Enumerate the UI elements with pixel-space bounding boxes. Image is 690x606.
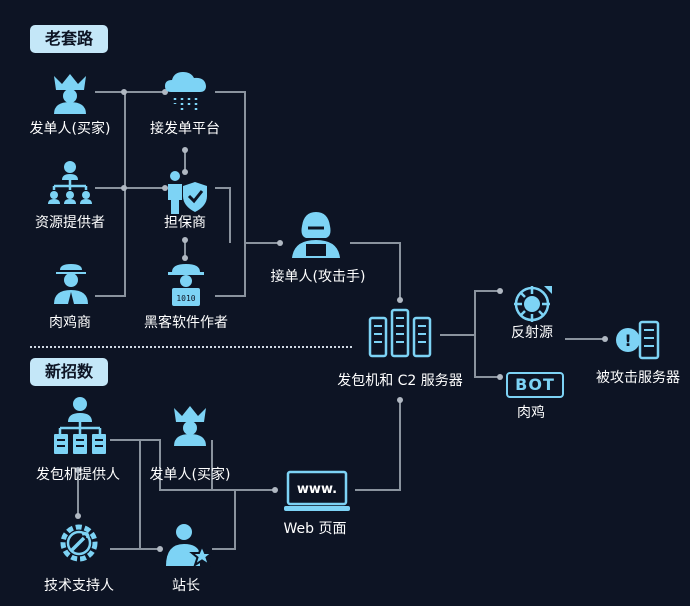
junction-dot (397, 297, 403, 303)
junction-dot (182, 147, 188, 153)
junction-dot (121, 89, 127, 95)
node-label-guarantor: 担保商 (164, 215, 206, 231)
node-label-tech-support: 技术支持人 (44, 578, 114, 594)
node-label-buyer-new: 发单人(买家) (149, 467, 231, 483)
gear-wrench-icon (60, 524, 98, 562)
junction-dot (162, 185, 168, 191)
connector (350, 242, 401, 300)
junction-dot (182, 169, 188, 175)
connector (95, 91, 126, 297)
section-tag-new: 新招数 (30, 358, 108, 386)
junction-dot (75, 467, 81, 473)
node-label-attacker: 接单人(攻击手) (270, 269, 366, 285)
buyer-crown-icon (54, 74, 86, 114)
node-label-web: Web 页面 (283, 521, 347, 537)
junction-dot (75, 513, 81, 519)
webmaster-star-icon (166, 524, 214, 568)
svg-text:1010: 1010 (176, 294, 195, 303)
junction-dot (277, 240, 283, 246)
victim-server-icon: ! (616, 320, 660, 360)
hooded-attacker-icon (292, 212, 340, 258)
packet-provider-icon (54, 397, 106, 454)
node-label-broiler-dealer: 肉鸡商 (49, 315, 91, 331)
dealer-person-icon (54, 264, 88, 304)
node-label-buyer-old: 发单人(买家) (29, 121, 111, 137)
junction-dot (121, 185, 127, 191)
section-divider (30, 346, 352, 348)
junction-dot (397, 397, 403, 403)
hacker-author-icon: 1010 (168, 264, 204, 306)
junction-dot (182, 237, 188, 243)
connector (355, 400, 401, 491)
node-label-c2: 发包机和 C2 服务器 (337, 373, 463, 389)
node-label-bot: 肉鸡 (517, 405, 545, 421)
reflector-icon (514, 286, 552, 322)
connector (215, 91, 280, 244)
connector (140, 439, 275, 491)
web-monitor-icon: www. (284, 470, 350, 511)
node-label-platform: 接发单平台 (150, 121, 220, 137)
connector (110, 439, 141, 550)
bot-box-icon: BOT (506, 372, 564, 398)
org-chart-icon (48, 161, 92, 204)
junction-dot (602, 336, 608, 342)
connector (215, 187, 231, 243)
server-rack-icon (368, 308, 432, 358)
node-label-resource: 资源提供者 (35, 215, 105, 231)
connector (215, 243, 246, 297)
web-monitor-text: www. (297, 482, 337, 497)
connector (440, 290, 500, 336)
node-label-reflector: 反射源 (511, 325, 553, 341)
junction-dot (272, 487, 278, 493)
guarantor-shield-icon (168, 171, 207, 214)
node-label-webmaster: 站长 (172, 578, 200, 594)
node-label-packet-provider: 发包机提供人 (36, 467, 120, 483)
cloud-platform-icon (165, 72, 206, 110)
junction-dot (497, 288, 503, 294)
connector (474, 335, 500, 378)
node-label-hacker-author: 黑客软件作者 (144, 315, 228, 331)
junction-dot (182, 255, 188, 261)
buyer-crown-icon (174, 406, 206, 446)
node-label-victim: 被攻击服务器 (596, 370, 680, 386)
connector (212, 490, 236, 550)
section-tag-old: 老套路 (30, 25, 108, 53)
svg-text:!: ! (624, 331, 631, 350)
junction-dot (497, 374, 503, 380)
junction-dot (157, 546, 163, 552)
